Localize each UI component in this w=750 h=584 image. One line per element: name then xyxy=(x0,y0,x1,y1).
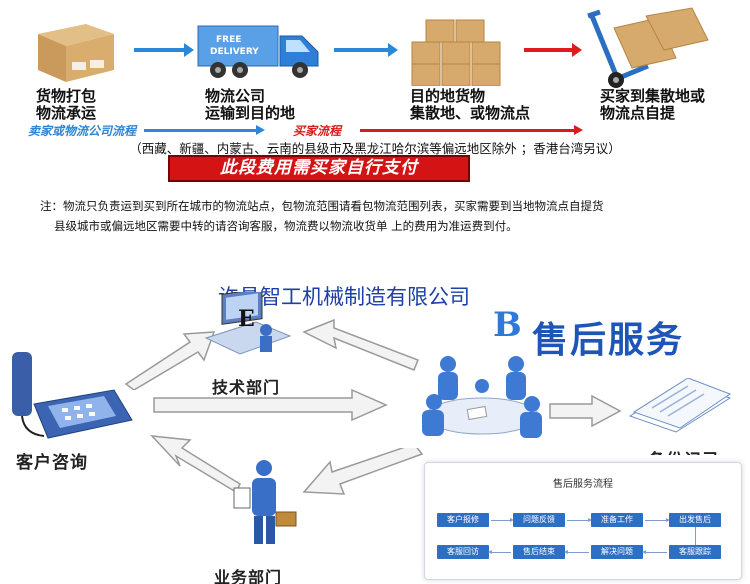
svg-text:FREE: FREE xyxy=(216,35,241,45)
records-label: 备份记录 xyxy=(648,446,720,455)
business-department-label: 业务部门 xyxy=(214,568,283,584)
arrow-meeting-to-tech xyxy=(302,318,419,371)
service-flow-title: 售后服务流程 xyxy=(553,479,613,490)
step-arrow xyxy=(334,43,398,57)
flow-step-finish: 售后结束 xyxy=(513,545,565,559)
step-arrow xyxy=(524,43,582,57)
flow-connector xyxy=(695,527,696,545)
flow-connector xyxy=(567,518,592,522)
hand-truck-icon xyxy=(587,7,709,88)
step-arrow xyxy=(134,43,194,57)
flow-step-prepare: 准备工作 xyxy=(591,513,643,527)
step-3-label: 目的地货物 集散地、或物流点 xyxy=(410,87,531,122)
note-line-2: 县级城市或偏远地区需要中转的请咨询客服，物流费以物流收货单 上的费用为准运费到付… xyxy=(54,219,518,233)
arrow-meeting-to-records xyxy=(549,394,622,428)
brand-logo: B xyxy=(493,305,522,345)
arrow-customer-to-tech xyxy=(124,331,216,390)
customer-consult-label: 客户咨询 xyxy=(16,453,88,473)
buyer-flow-label: 买家流程 xyxy=(293,124,342,138)
step-1-label: 货物打包 物流承运 xyxy=(36,87,97,122)
service-flow-panel: 售后服务流程 客户报修 问题反馈 准备工作 出发售后 客服回访 售后结束 解决问… xyxy=(424,462,742,580)
businessman-icon xyxy=(233,460,297,544)
flow-connector xyxy=(642,550,667,554)
flow-step-solve: 解决问题 xyxy=(591,545,643,559)
flow-step-track: 客服跟踪 xyxy=(669,545,721,559)
seller-flow-arrow xyxy=(144,125,265,135)
arrow-meeting-to-business xyxy=(302,448,424,495)
svg-text:E: E xyxy=(238,306,255,332)
arrow-business-to-customer xyxy=(150,435,241,494)
note-line-1: 注：物流只负责运到买到所在城市的物流站点，包物流范围请看包物流范围列表，买家需要… xyxy=(40,199,604,213)
stacked-boxes-icon xyxy=(411,19,501,86)
telephone-icon xyxy=(12,352,133,439)
flow-step-callback: 客服回访 xyxy=(437,545,489,559)
flow-step-report: 客户报修 xyxy=(437,513,489,527)
after-sales-title: 售后服务 xyxy=(532,319,685,361)
arrow-customer-to-meeting xyxy=(153,388,388,422)
region-note: （西藏、新疆、内蒙古、云南的县级市及黑龙江哈尔滨等偏远地区除外 ；香港台湾另议） xyxy=(129,141,621,156)
tech-department-label: 技术部门 xyxy=(212,378,281,397)
flow-step-depart: 出发售后 xyxy=(669,513,721,527)
meeting-group-icon xyxy=(422,356,542,438)
step-4-label: 买家到集散地或 物流点自提 xyxy=(600,87,706,122)
flow-step-feedback: 问题反馈 xyxy=(513,513,565,527)
shipping-note: 注：物流只负责运到买到所在城市的物流站点，包物流范围请看包物流范围列表，买家需要… xyxy=(40,196,740,236)
buyer-flow-arrow xyxy=(360,125,583,135)
flow-connector xyxy=(491,518,514,522)
svg-text:DELIVERY: DELIVERY xyxy=(210,47,259,57)
documents-icon xyxy=(628,378,732,433)
flow-connector xyxy=(564,550,589,554)
step-2-label: 物流公司 运输到目的地 xyxy=(205,87,296,122)
payment-banner: 此段费用需买家自行支付 xyxy=(168,155,470,182)
computer-desk-icon: E xyxy=(204,292,292,355)
seller-flow-label: 卖家或物流公司流程 xyxy=(28,124,137,138)
flow-connector xyxy=(488,550,511,554)
delivery-truck-icon: FREE DELIVERY xyxy=(197,25,319,78)
package-box-icon xyxy=(38,24,114,82)
flow-connector xyxy=(645,518,670,522)
